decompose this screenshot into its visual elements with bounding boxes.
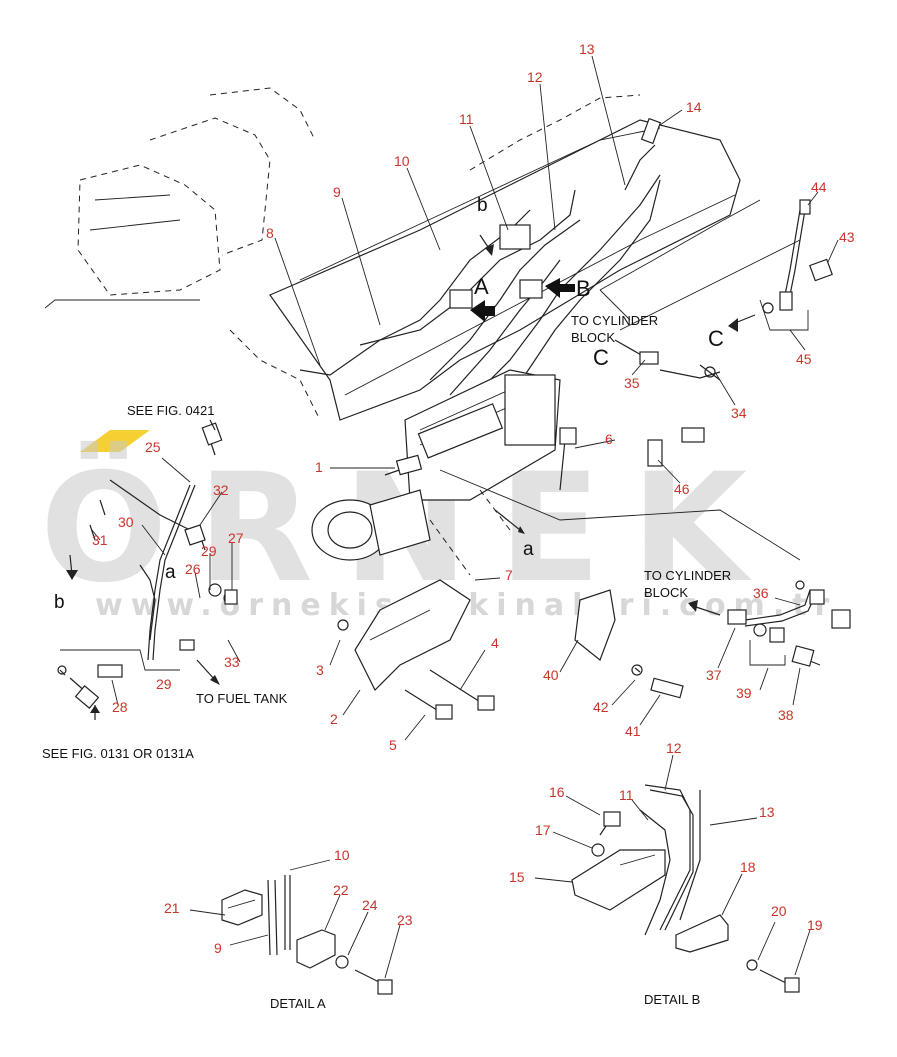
callout-8: 8 [266, 225, 274, 241]
note-to-cylinder-block-1b: BLOCK [571, 330, 615, 345]
note-to-cylinder-block-1: TO CYLINDER [571, 313, 658, 328]
callout-42: 42 [593, 699, 609, 715]
callout-13: 13 [579, 41, 595, 57]
callout-25: 25 [145, 439, 161, 455]
callout-26: 26 [185, 561, 201, 577]
detail-a-callout-24: 24 [362, 897, 378, 913]
callout-45: 45 [796, 351, 812, 367]
callout-1: 1 [315, 459, 323, 475]
callout-34: 34 [731, 405, 747, 421]
ref-b-top-label: b [477, 195, 488, 216]
fuel-line-assembly-drawing [57, 419, 238, 720]
detail-b-callout-20: 20 [771, 903, 787, 919]
right-fuel-lines-drawing [470, 199, 851, 667]
callouts: 1 2 3 4 5 6 7 8 9 10 11 12 13 14 25 26 2… [92, 41, 855, 956]
callout-27: 27 [228, 530, 244, 546]
view-labels: A B C C a b b a [54, 195, 724, 613]
callout-6: 6 [605, 431, 613, 447]
callout-11: 11 [459, 111, 474, 127]
callout-30: 30 [118, 514, 134, 530]
note-see-fig-0131: SEE FIG. 0131 OR 0131A [42, 746, 194, 761]
detail-a-callout-10: 10 [334, 847, 350, 863]
ref-b-label: b [54, 592, 65, 613]
detail-b-callout-11: 11 [619, 787, 634, 803]
callout-39: 39 [736, 685, 752, 701]
callout-9: 9 [333, 184, 341, 200]
callout-41: 41 [625, 723, 641, 739]
detail-a-caption: DETAIL A [270, 996, 326, 1011]
view-c-arrow-label: C [708, 326, 724, 351]
note-to-fuel-tank: TO FUEL TANK [196, 691, 288, 706]
detail-b-callout-19: 19 [807, 917, 823, 933]
callout-40: 40 [543, 667, 559, 683]
view-a-label: A [474, 274, 489, 299]
callout-31: 31 [92, 532, 108, 548]
callout-2: 2 [330, 711, 338, 727]
ref-a-label: a [523, 539, 534, 560]
detail-b-callout-17: 17 [535, 822, 551, 838]
injection-pump-drawing [311, 369, 801, 720]
callout-7: 7 [505, 567, 513, 583]
callout-5: 5 [389, 737, 397, 753]
engine-block-drawing [44, 87, 801, 421]
note-see-fig-0421: SEE FIG. 0421 [127, 403, 214, 418]
callout-46: 46 [674, 481, 690, 497]
watermark-accent [80, 430, 150, 452]
callout-36: 36 [753, 585, 769, 601]
callout-35: 35 [624, 375, 640, 391]
detail-a-callout-22: 22 [333, 882, 349, 898]
detail-a-callout-9: 9 [214, 940, 222, 956]
detail-a-callout-21: 21 [164, 900, 180, 916]
ref-a-small-label: a [165, 562, 176, 583]
callout-33: 33 [224, 654, 240, 670]
detail-b-callout-12: 12 [666, 740, 682, 756]
callout-37: 37 [706, 667, 722, 683]
callout-14: 14 [686, 99, 702, 115]
callout-38: 38 [778, 707, 794, 723]
callout-12: 12 [527, 69, 543, 85]
view-b-label: B [576, 276, 591, 301]
leader-lines [91, 55, 839, 979]
callout-29b: 29 [156, 676, 172, 692]
detail-a-drawing [221, 875, 393, 995]
detail-b-callout-16: 16 [549, 784, 565, 800]
callout-10: 10 [394, 153, 410, 169]
callout-43: 43 [839, 229, 855, 245]
note-to-cylinder-block-2b: BLOCK [644, 585, 688, 600]
callout-3: 3 [316, 662, 324, 678]
detail-a-callout-23: 23 [397, 912, 413, 928]
view-c-label: C [593, 345, 609, 370]
detail-b-caption: DETAIL B [644, 992, 700, 1007]
detail-b-callout-15: 15 [509, 869, 525, 885]
callout-32: 32 [213, 482, 229, 498]
note-to-cylinder-block-2: TO CYLINDER [644, 568, 731, 583]
callout-29a: 29 [201, 543, 217, 559]
detail-b-drawing [571, 784, 800, 993]
callout-4: 4 [491, 635, 499, 651]
callout-44: 44 [811, 179, 827, 195]
callout-28: 28 [112, 699, 128, 715]
notes: SEE FIG. 0421 SEE FIG. 0131 OR 0131A TO … [42, 313, 731, 1011]
detail-b-callout-18: 18 [740, 859, 756, 875]
detail-b-callout-13: 13 [759, 804, 775, 820]
